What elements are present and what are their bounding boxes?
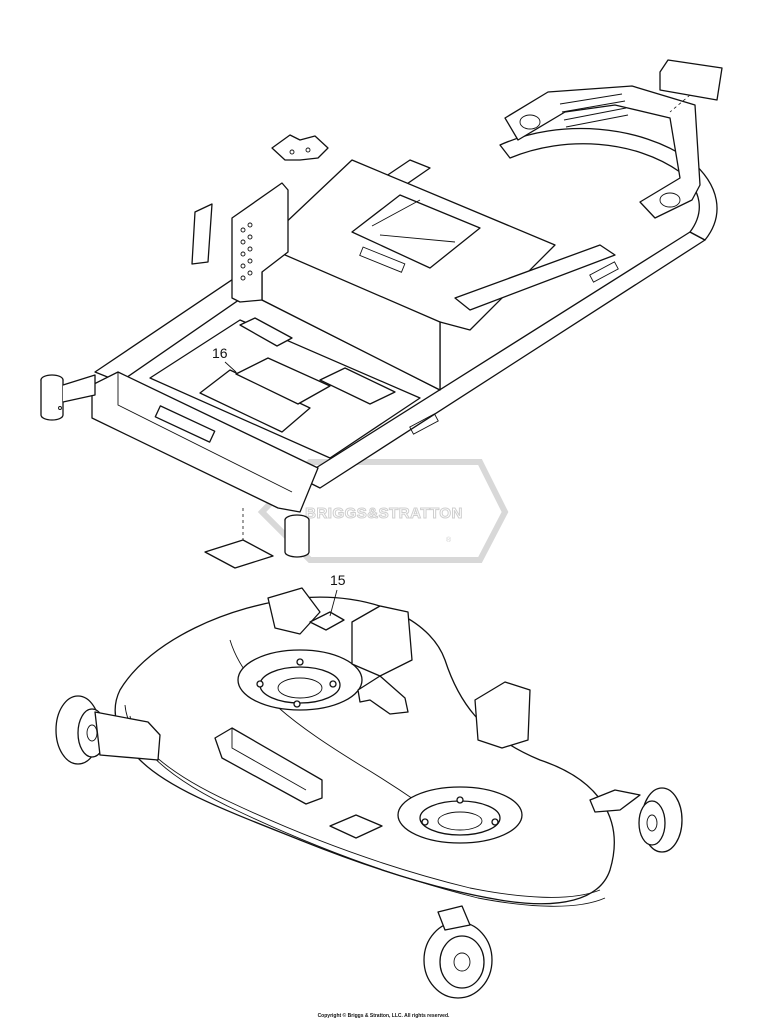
right-spindle	[397, 786, 523, 844]
callout-16: 16	[212, 345, 228, 361]
watermark-trademark: ®	[446, 536, 452, 544]
gauge-wheel-rear-right	[638, 787, 683, 853]
copyright-notice: Copyright © Briggs & Stratton, LLC. All …	[317, 1013, 450, 1019]
rear-hitch-bracket	[504, 85, 701, 219]
rear-decal	[659, 59, 723, 101]
mower-deck-shell	[114, 587, 641, 907]
brand-watermark: BRIGGS&STRATTON ®	[257, 459, 509, 563]
gauge-wheel-front-left	[55, 695, 161, 765]
watermark-text: BRIGGS&STRATTON	[305, 505, 463, 522]
frame-rear-loop	[499, 127, 718, 241]
deck-hanger-bracket	[357, 675, 409, 715]
clip-part	[271, 134, 329, 161]
left-spindle	[237, 649, 363, 711]
gauge-wheel-front-right	[423, 905, 493, 999]
left-hinge-bracket	[231, 182, 289, 303]
bumper-decal-slot	[154, 405, 216, 443]
deck-decal	[309, 611, 345, 631]
housing-access-cover	[351, 194, 481, 269]
left-pivot-post	[40, 374, 96, 421]
deck-frame-assembly	[40, 59, 723, 569]
side-decal	[191, 203, 213, 265]
callout-15: 15	[330, 572, 346, 588]
front-decal	[204, 539, 274, 569]
deck-top-bracket-right	[351, 605, 413, 677]
deck-top-bracket-left	[267, 587, 321, 635]
deck-side-bracket	[474, 681, 531, 749]
right-pivot-post	[284, 514, 310, 558]
